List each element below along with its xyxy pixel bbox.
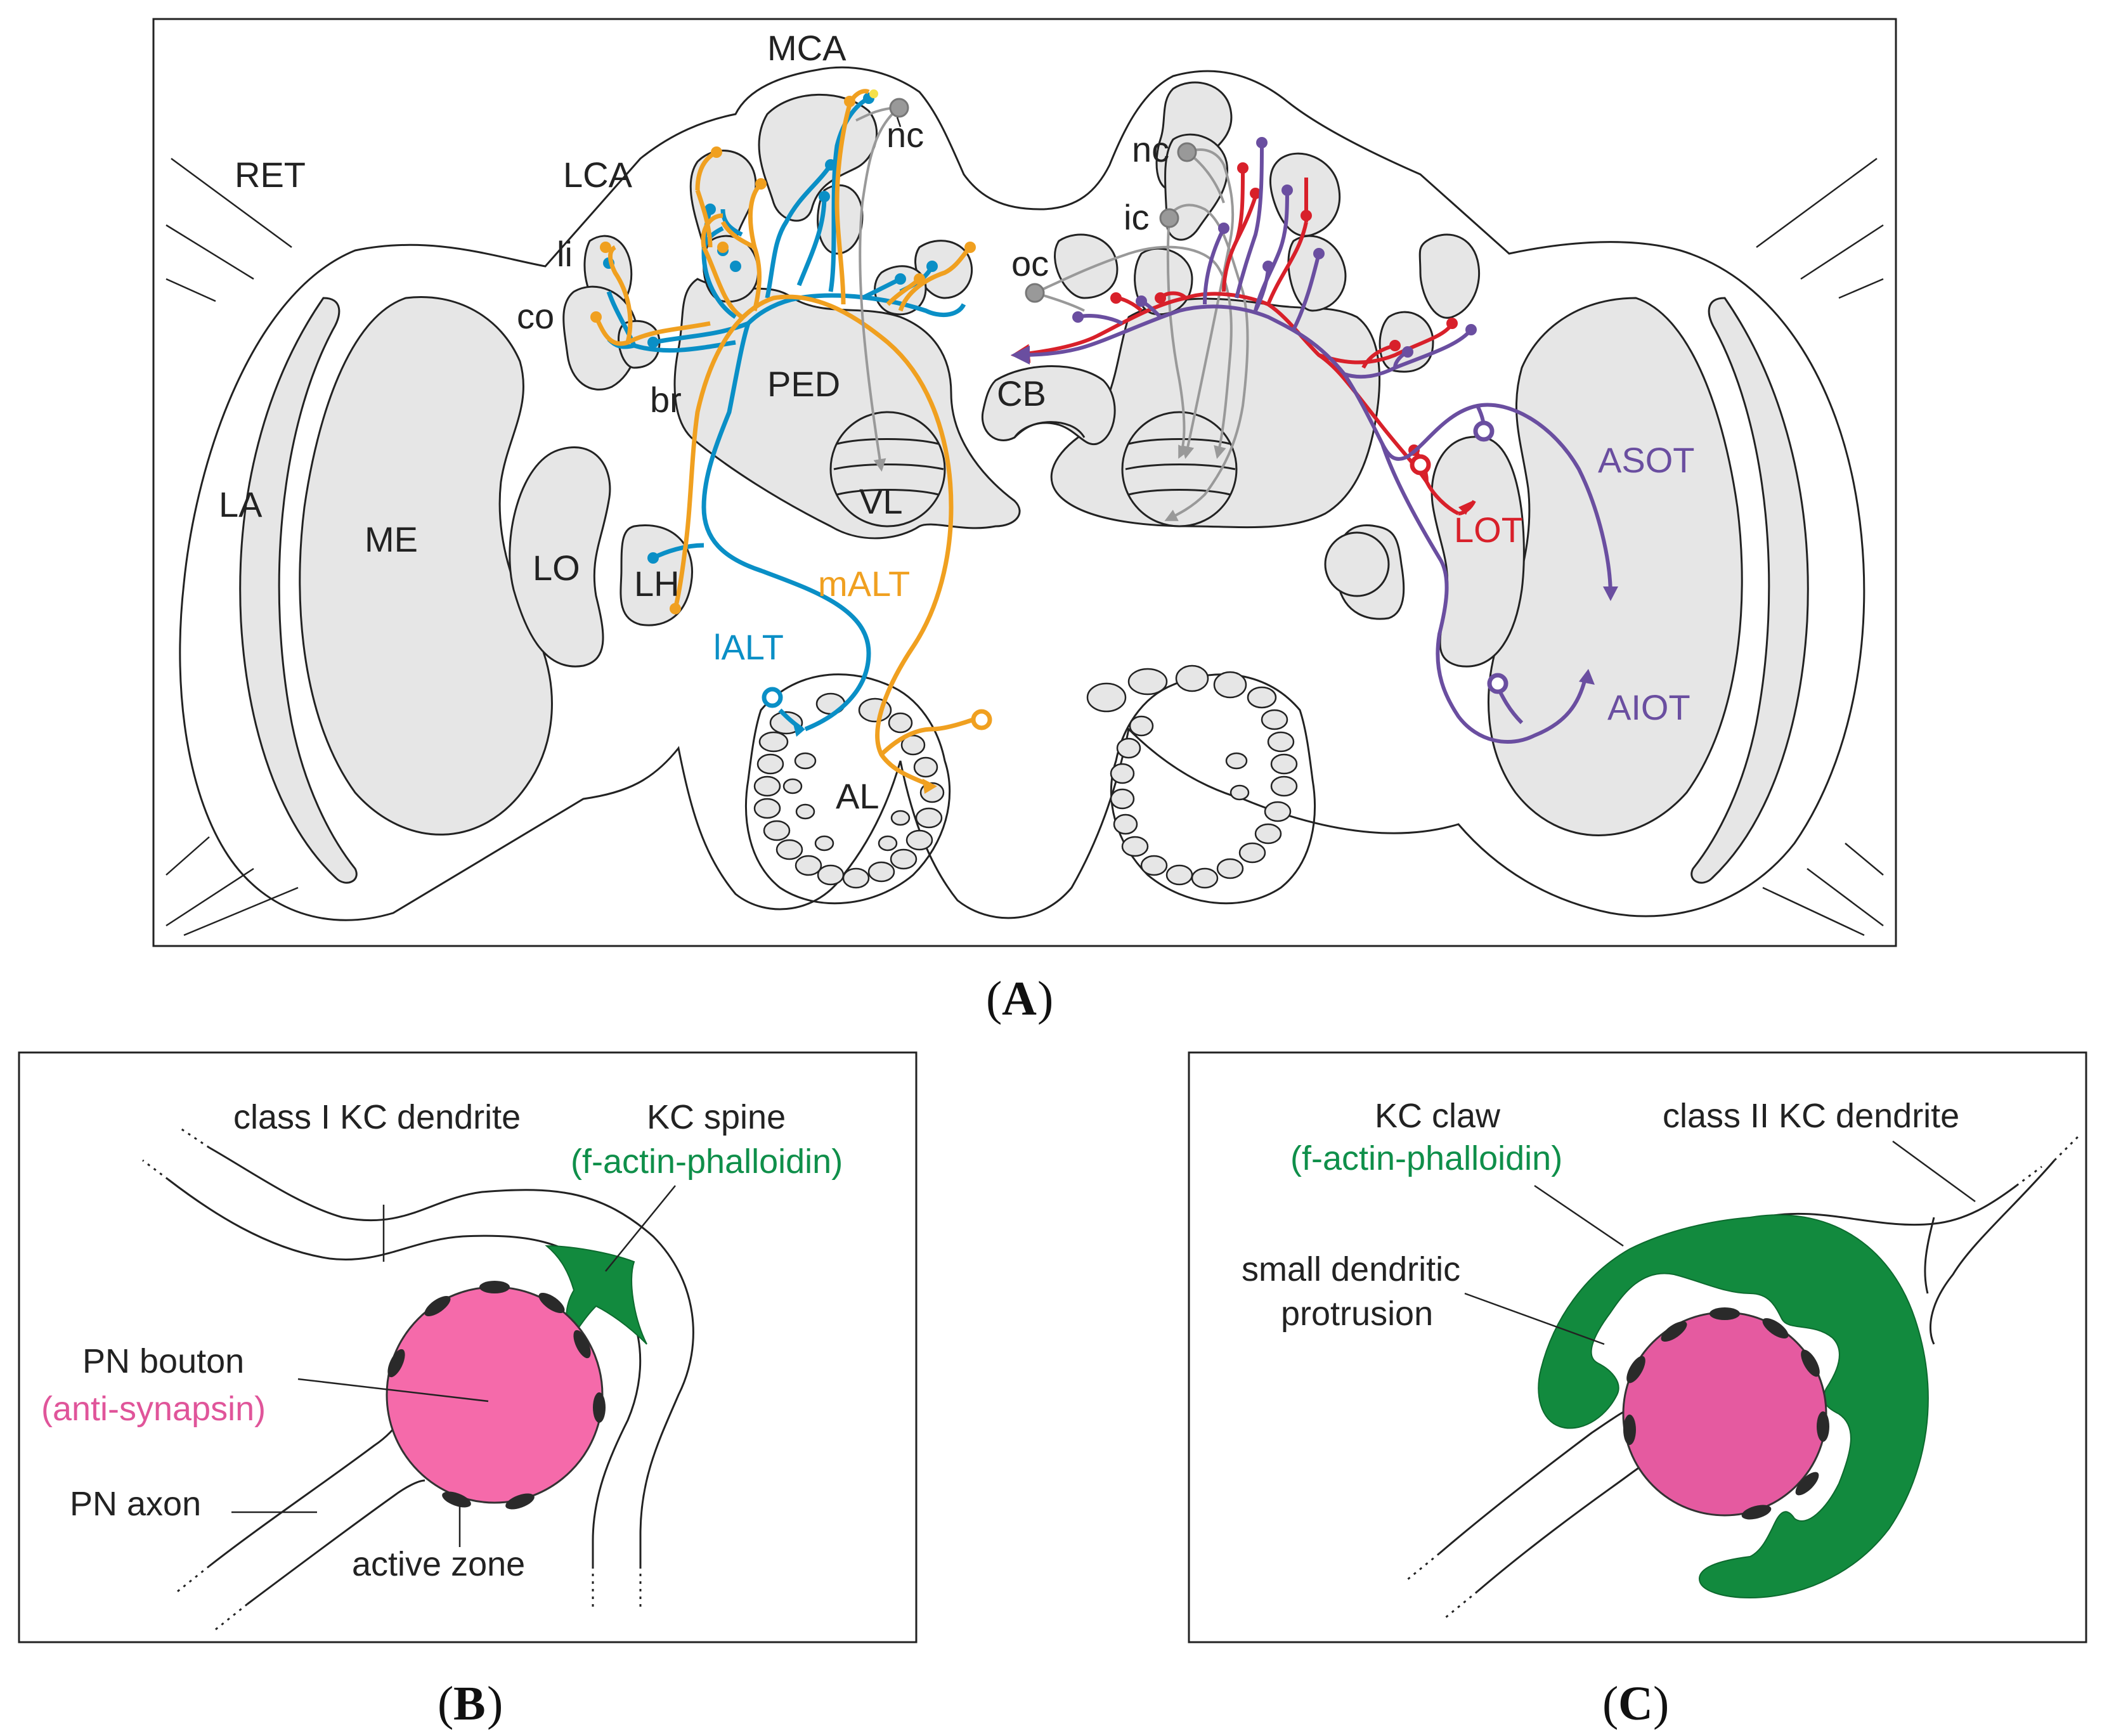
lot-arrowhead bbox=[1458, 501, 1472, 515]
oc-soma bbox=[1025, 283, 1045, 303]
label-kc-claw: KC claw bbox=[1375, 1097, 1501, 1135]
lalt-soma bbox=[762, 687, 783, 708]
label-asot: ASOT bbox=[1598, 440, 1694, 480]
lot-soma bbox=[1410, 454, 1431, 476]
panel-b: class I KC dendrite KC spine (f-actin-ph… bbox=[18, 1051, 918, 1643]
lamina-right bbox=[1690, 297, 1809, 884]
panel-c-leaders bbox=[1464, 1140, 1976, 1345]
label-ped: PED bbox=[767, 364, 840, 404]
label-lo: LO bbox=[533, 548, 580, 588]
panel-c: KC claw (f-actin-phalloidin) class II KC… bbox=[1188, 1051, 2087, 1643]
label-al: AL bbox=[836, 776, 879, 816]
label-bouton-stain: (anti-synapsin) bbox=[41, 1390, 266, 1428]
label-mca: MCA bbox=[767, 28, 847, 68]
panel-a: MCA LCA RET li co br nc nc ic oc PED CB … bbox=[152, 18, 1897, 947]
malt-soma bbox=[971, 709, 992, 730]
glomeruli-right bbox=[1086, 664, 1298, 889]
calyces-left bbox=[562, 93, 973, 391]
panel-c-frame bbox=[1188, 1051, 2087, 1643]
label-oc: oc bbox=[1011, 243, 1049, 283]
centrifugal-neurons bbox=[855, 107, 1249, 521]
asot-soma bbox=[1473, 420, 1495, 442]
label-spine-stain: (f-actin-phalloidin) bbox=[571, 1143, 843, 1181]
label-claw-stain: (f-actin-phalloidin) bbox=[1290, 1139, 1562, 1177]
asot-dendrites bbox=[1072, 137, 1477, 358]
medulla-right bbox=[1488, 297, 1743, 836]
label-kc-spine: KC spine bbox=[647, 1098, 786, 1136]
brain-outline bbox=[179, 66, 1865, 921]
central-body-inner bbox=[1013, 421, 1086, 438]
svg-text:): ) bbox=[1653, 1677, 1669, 1730]
glomeruli-left bbox=[753, 692, 945, 889]
label-br: br bbox=[650, 380, 682, 420]
label-pn-axon: PN axon bbox=[70, 1485, 201, 1523]
svg-text:): ) bbox=[1037, 972, 1053, 1025]
lobula-right bbox=[1431, 436, 1525, 668]
antennal-lobe-left bbox=[745, 673, 951, 905]
label-la: LA bbox=[219, 484, 263, 524]
vertical-lobe-right bbox=[1121, 411, 1238, 528]
kc-claw bbox=[1538, 1214, 1929, 1599]
label-lca: LCA bbox=[563, 155, 633, 195]
panel-c-caption: ( C ) bbox=[1602, 1677, 1669, 1730]
label-cb: CB bbox=[997, 373, 1046, 413]
label-lalt: lALT bbox=[713, 627, 784, 667]
label-malt: mALT bbox=[818, 564, 910, 604]
label-class-i-kc-dendrite: class I KC dendrite bbox=[233, 1098, 521, 1136]
label-co: co bbox=[517, 296, 554, 336]
class-i-dendrite bbox=[142, 1127, 694, 1610]
panel-a-letter: A bbox=[1002, 972, 1037, 1025]
malt-dendrites bbox=[590, 96, 976, 614]
panel-c-letter: C bbox=[1618, 1677, 1653, 1730]
panel-b-caption: ( B ) bbox=[438, 1677, 503, 1730]
malt-tract bbox=[594, 89, 975, 789]
lamina-la bbox=[239, 297, 358, 884]
class-ii-dendrite bbox=[1762, 1134, 2081, 1345]
label-nc-left: nc bbox=[886, 115, 924, 155]
label-ret: RET bbox=[235, 155, 306, 195]
panel-b-letter: B bbox=[453, 1677, 486, 1730]
label-aiot: AIOT bbox=[1607, 687, 1690, 727]
panel-b-leaders bbox=[231, 1185, 676, 1547]
label-class-ii-kc-dendrite: class II KC dendrite bbox=[1663, 1097, 1959, 1135]
lalt-arrowhead bbox=[793, 722, 805, 737]
small-neuropil-right bbox=[1324, 531, 1390, 597]
svg-text:(: ( bbox=[438, 1677, 453, 1730]
mca-leader bbox=[896, 117, 902, 127]
label-lot: LOT bbox=[1454, 510, 1523, 550]
svg-text:(: ( bbox=[986, 972, 1002, 1025]
label-pn-bouton: PN bouton bbox=[82, 1342, 244, 1380]
lobula-lo bbox=[509, 446, 611, 668]
ic-soma bbox=[1159, 208, 1179, 228]
nc-soma-right bbox=[1177, 142, 1197, 162]
asot-arrowhead bbox=[1603, 586, 1618, 601]
retina-lines bbox=[165, 157, 1884, 936]
nc-soma-left bbox=[889, 98, 909, 118]
malt-arrowhead bbox=[923, 779, 937, 794]
pn-bouton-b bbox=[386, 1286, 604, 1504]
pn-axon-c bbox=[1404, 1406, 1649, 1621]
label-vl: VL bbox=[859, 481, 903, 521]
panel-a-caption: ( A ) bbox=[986, 972, 1053, 1025]
active-zones-b bbox=[387, 1281, 606, 1510]
vertical-lobe-left bbox=[829, 411, 946, 528]
malt-yellow-tip bbox=[869, 89, 878, 98]
label-nc-right: nc bbox=[1132, 129, 1169, 169]
svg-text:(: ( bbox=[1602, 1677, 1618, 1730]
svg-text:): ) bbox=[487, 1677, 503, 1730]
aiot-soma bbox=[1487, 673, 1508, 694]
aiot-arrowhead bbox=[1579, 669, 1595, 685]
label-protrusion: protrusion bbox=[1281, 1295, 1433, 1333]
pn-bouton-c bbox=[1622, 1311, 1827, 1517]
label-active-zone: active zone bbox=[352, 1545, 525, 1583]
label-lh: LH bbox=[634, 564, 680, 604]
label-ic: ic bbox=[1124, 197, 1149, 237]
label-small-dendritic: small dendritic bbox=[1242, 1250, 1460, 1288]
medulla-me bbox=[299, 296, 553, 836]
active-zones-c bbox=[1623, 1307, 1829, 1520]
central-body-cb bbox=[981, 365, 1116, 446]
label-me: ME bbox=[365, 519, 418, 559]
label-li: li bbox=[557, 234, 573, 274]
